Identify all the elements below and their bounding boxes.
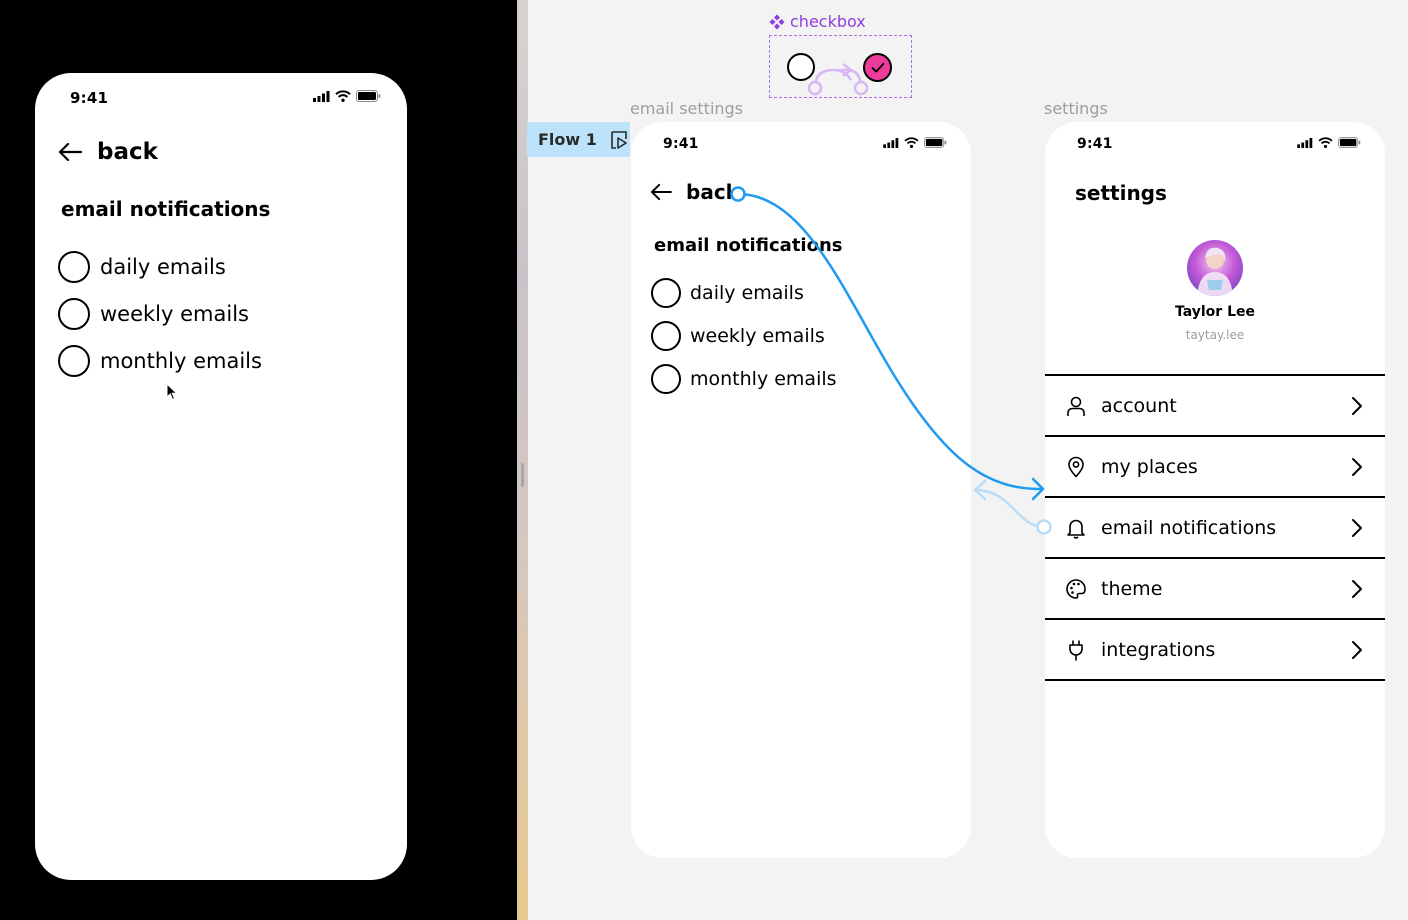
checkbox-component-set[interactable] [769, 35, 912, 98]
checkbox-unchecked[interactable] [651, 277, 681, 308]
option-label: daily emails [690, 281, 804, 304]
email-options-list: daily emails weekly emails monthly email… [651, 271, 837, 400]
option-monthly-emails[interactable]: monthly emails [58, 337, 262, 384]
menu-item-email-notifications[interactable]: email notifications [1045, 498, 1385, 559]
chevron-right-icon [1352, 519, 1362, 537]
status-bar: 9:41 [631, 122, 971, 166]
option-weekly-emails[interactable]: weekly emails [58, 290, 262, 337]
profile-handle: taytay.lee [1185, 328, 1245, 342]
wifi-icon [1318, 137, 1333, 148]
status-time: 9:41 [70, 89, 109, 107]
menu-item-label: my places [1101, 455, 1198, 478]
menu-item-label: theme [1101, 577, 1163, 600]
flow-start-tag[interactable]: Flow 1 [527, 122, 630, 157]
play-flow-icon[interactable] [609, 130, 629, 150]
canvas-edge-strip [517, 0, 528, 920]
checkbox-unchecked[interactable] [651, 320, 681, 351]
back-button[interactable]: back [649, 180, 739, 204]
component-icon [769, 14, 785, 29]
option-daily-emails[interactable]: daily emails [58, 243, 262, 290]
cellular-signal-icon [883, 137, 899, 148]
option-label: monthly emails [100, 348, 262, 373]
page-title: settings [1075, 181, 1167, 205]
palette-icon [1065, 578, 1087, 600]
option-daily-emails[interactable]: daily emails [651, 271, 837, 314]
mouse-cursor-icon [166, 383, 178, 401]
preview-phone-screen: 9:41 back email notifications daily emai… [35, 73, 407, 880]
checkbox-unchecked[interactable] [58, 250, 90, 283]
chevron-right-icon [1352, 458, 1362, 476]
section-heading: email notifications [654, 235, 843, 256]
cellular-signal-icon [313, 90, 330, 102]
menu-item-label: integrations [1101, 638, 1216, 661]
menu-item-integrations[interactable]: integrations [1045, 620, 1385, 681]
avatar [1187, 240, 1243, 296]
settings-menu: account my places email notifications [1045, 374, 1385, 681]
menu-item-label: account [1101, 394, 1177, 417]
design-canvas[interactable]: checkbox email settings settings Flow 1 … [517, 0, 1408, 920]
email-options-list: daily emails weekly emails monthly email… [58, 243, 262, 384]
profile-photo [1197, 247, 1233, 296]
component-set-label[interactable]: checkbox [769, 12, 866, 31]
menu-item-my-places[interactable]: my places [1045, 437, 1385, 498]
arrow-left-icon [651, 183, 672, 201]
wifi-icon [904, 137, 919, 148]
option-monthly-emails[interactable]: monthly emails [651, 357, 837, 400]
option-weekly-emails[interactable]: weekly emails [651, 314, 837, 357]
prototype-preview: 9:41 back email notifications daily emai… [0, 0, 517, 920]
chevron-right-icon [1352, 397, 1362, 415]
status-icons [1297, 137, 1361, 148]
person-icon [1065, 395, 1087, 417]
bell-icon [1065, 517, 1087, 539]
profile-name: Taylor Lee [1175, 304, 1255, 320]
plug-icon [1065, 639, 1087, 661]
battery-icon [1338, 137, 1361, 148]
back-label: back [686, 180, 739, 204]
settings-frame[interactable]: 9:41 settings Taylor Lee taytay.lee acco… [1045, 122, 1385, 858]
menu-item-label: email notifications [1101, 516, 1277, 539]
frame-label-settings[interactable]: settings [1044, 99, 1108, 118]
status-time: 9:41 [1077, 136, 1113, 152]
checkbox-variant-unchecked[interactable] [787, 53, 815, 81]
checkmark-icon [871, 62, 884, 72]
cellular-signal-icon [1297, 137, 1313, 148]
option-label: monthly emails [690, 367, 837, 390]
component-name: checkbox [790, 12, 866, 31]
back-label: back [97, 139, 158, 165]
status-icons [313, 90, 381, 102]
email-settings-frame[interactable]: 9:41 back email notifications daily emai… [631, 122, 971, 858]
status-icons [883, 137, 947, 148]
option-label: daily emails [100, 254, 226, 279]
status-bar: 9:41 [35, 73, 407, 117]
option-label: weekly emails [690, 324, 825, 347]
frame-label-email-settings[interactable]: email settings [630, 99, 744, 118]
menu-item-theme[interactable]: theme [1045, 559, 1385, 620]
checkbox-unchecked[interactable] [58, 344, 90, 377]
resize-handle[interactable] [521, 463, 524, 487]
checkbox-variant-checked[interactable] [863, 53, 892, 82]
status-time: 9:41 [663, 136, 699, 152]
location-pin-icon [1065, 456, 1087, 478]
menu-item-account[interactable]: account [1045, 376, 1385, 437]
option-label: weekly emails [100, 301, 249, 326]
email-notifications-connector[interactable] [973, 479, 1052, 535]
back-button[interactable]: back [57, 139, 158, 165]
section-heading: email notifications [61, 197, 271, 221]
chevron-right-icon [1352, 641, 1362, 659]
status-bar: 9:41 [1045, 122, 1385, 166]
arrow-left-icon [58, 142, 83, 162]
checkbox-unchecked[interactable] [651, 363, 681, 394]
battery-icon [356, 90, 381, 102]
chevron-right-icon [1352, 580, 1362, 598]
checkbox-unchecked[interactable] [58, 297, 90, 330]
flow-label: Flow 1 [538, 130, 597, 149]
wifi-icon [335, 90, 351, 102]
battery-icon [924, 137, 947, 148]
